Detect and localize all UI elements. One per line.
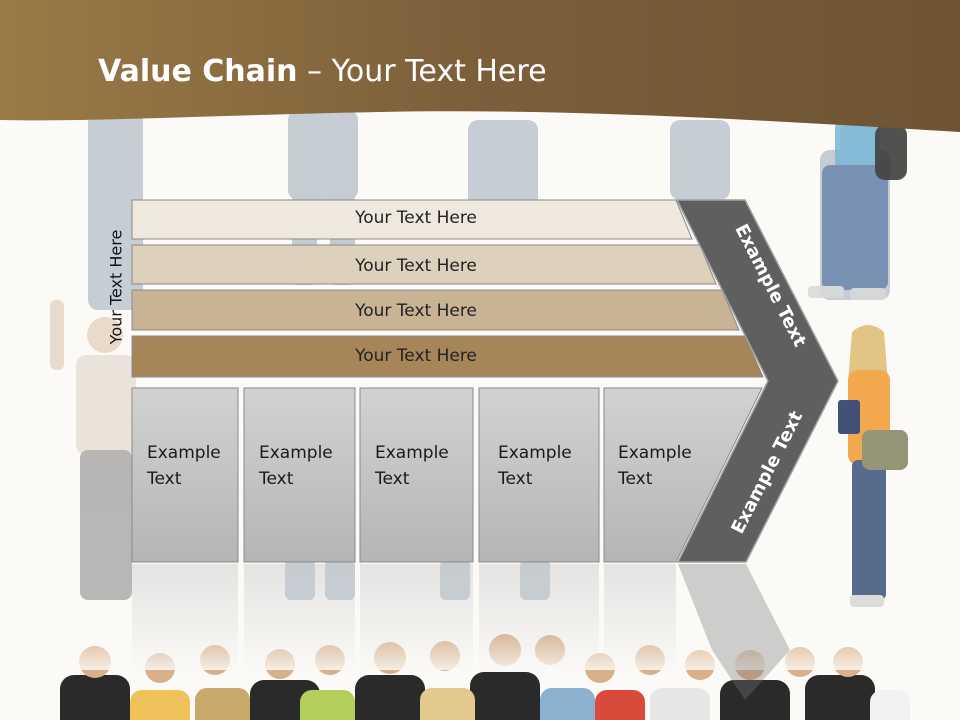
title-regular-part: – Your Text Here xyxy=(297,54,547,89)
support-bar-2 xyxy=(131,244,717,285)
primary-column-3 xyxy=(359,387,474,563)
slide-title: Value Chain – Your Text Here xyxy=(98,54,547,89)
support-bar-4 xyxy=(131,335,764,378)
primary-column-2 xyxy=(243,387,356,563)
title-bold-part: Value Chain xyxy=(98,54,298,89)
support-bar-4-label: Your Text Here xyxy=(355,346,477,366)
primary-column-5 xyxy=(603,387,763,563)
primary-column-1 xyxy=(131,387,239,563)
support-bar-3-label: Your Text Here xyxy=(355,301,477,321)
support-bar-1 xyxy=(131,199,693,240)
support-bar-2-label: Your Text Here xyxy=(355,256,477,276)
support-activities-label: Your Text Here xyxy=(106,229,126,345)
margin-chevron xyxy=(675,199,839,563)
primary-column-4 xyxy=(478,387,600,563)
support-bar-1-label: Your Text Here xyxy=(355,208,477,228)
support-bar-3 xyxy=(131,289,740,331)
